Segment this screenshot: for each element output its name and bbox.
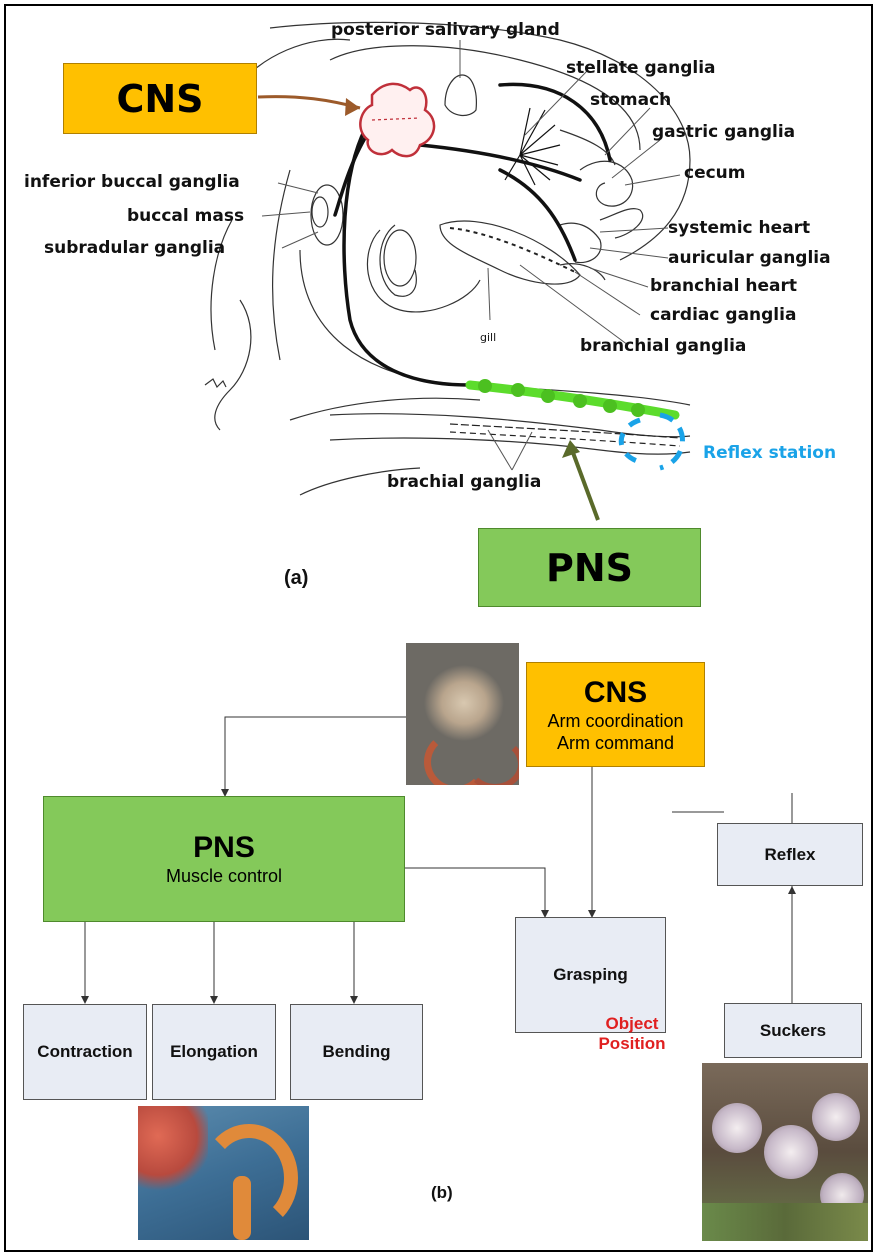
label-brachial-ganglia: brachial ganglia [387,472,541,492]
label-gastric-ganglia: gastric ganglia [652,122,795,142]
reflex-box: Reflex [717,823,863,886]
object-position-label: Object Position [596,1014,668,1054]
label-posterior-salivary-gland: posterior salivary gland [331,20,560,40]
octopus-photo [406,643,519,785]
label-subradular-ganglia: subradular ganglia [44,238,225,258]
label-reflex-station: Reflex station [703,443,836,463]
label-buccal-mass: buccal mass [127,206,244,226]
cns-box-a: CNS [63,63,257,134]
pns-box-b-subtitle: Muscle control [166,865,282,887]
suckers-box: Suckers [724,1003,862,1058]
label-inferior-buccal-ganglia: inferior buccal ganglia [24,172,240,192]
label-branchial-ganglia: branchial ganglia [580,336,746,356]
cns-box-a-label: CNS [116,77,203,121]
label-stomach: stomach [590,90,671,110]
cns-box-b: CNS Arm coordination Arm command [526,662,705,767]
suckers-photo [702,1063,868,1241]
object-position-line2: Position [596,1034,668,1054]
label-systemic-heart: systemic heart [668,218,810,238]
label-gill: gill [480,328,496,348]
caption-a: (a) [284,568,308,588]
pns-box-a: PNS [478,528,701,607]
cns-box-b-title: CNS [584,676,647,710]
label-cecum: cecum [684,163,746,183]
label-branchial-heart: branchial heart [650,276,797,296]
pns-box-b: PNS Muscle control [43,796,405,922]
octopus-arm-photo [138,1106,309,1240]
pns-box-b-title: PNS [193,831,255,865]
cns-box-b-line2: Arm command [557,732,674,754]
elongation-box: Elongation [152,1004,276,1100]
label-cardiac-ganglia: cardiac ganglia [650,305,796,325]
label-auricular-ganglia: auricular ganglia [668,248,831,268]
cns-box-b-line1: Arm coordination [547,710,683,732]
contraction-box: Contraction [23,1004,147,1100]
pns-box-a-label: PNS [546,546,633,590]
caption-b: (b) [431,1183,453,1203]
object-position-line1: Object [596,1014,668,1034]
label-stellate-ganglia: stellate ganglia [566,58,716,78]
bending-box: Bending [290,1004,423,1100]
